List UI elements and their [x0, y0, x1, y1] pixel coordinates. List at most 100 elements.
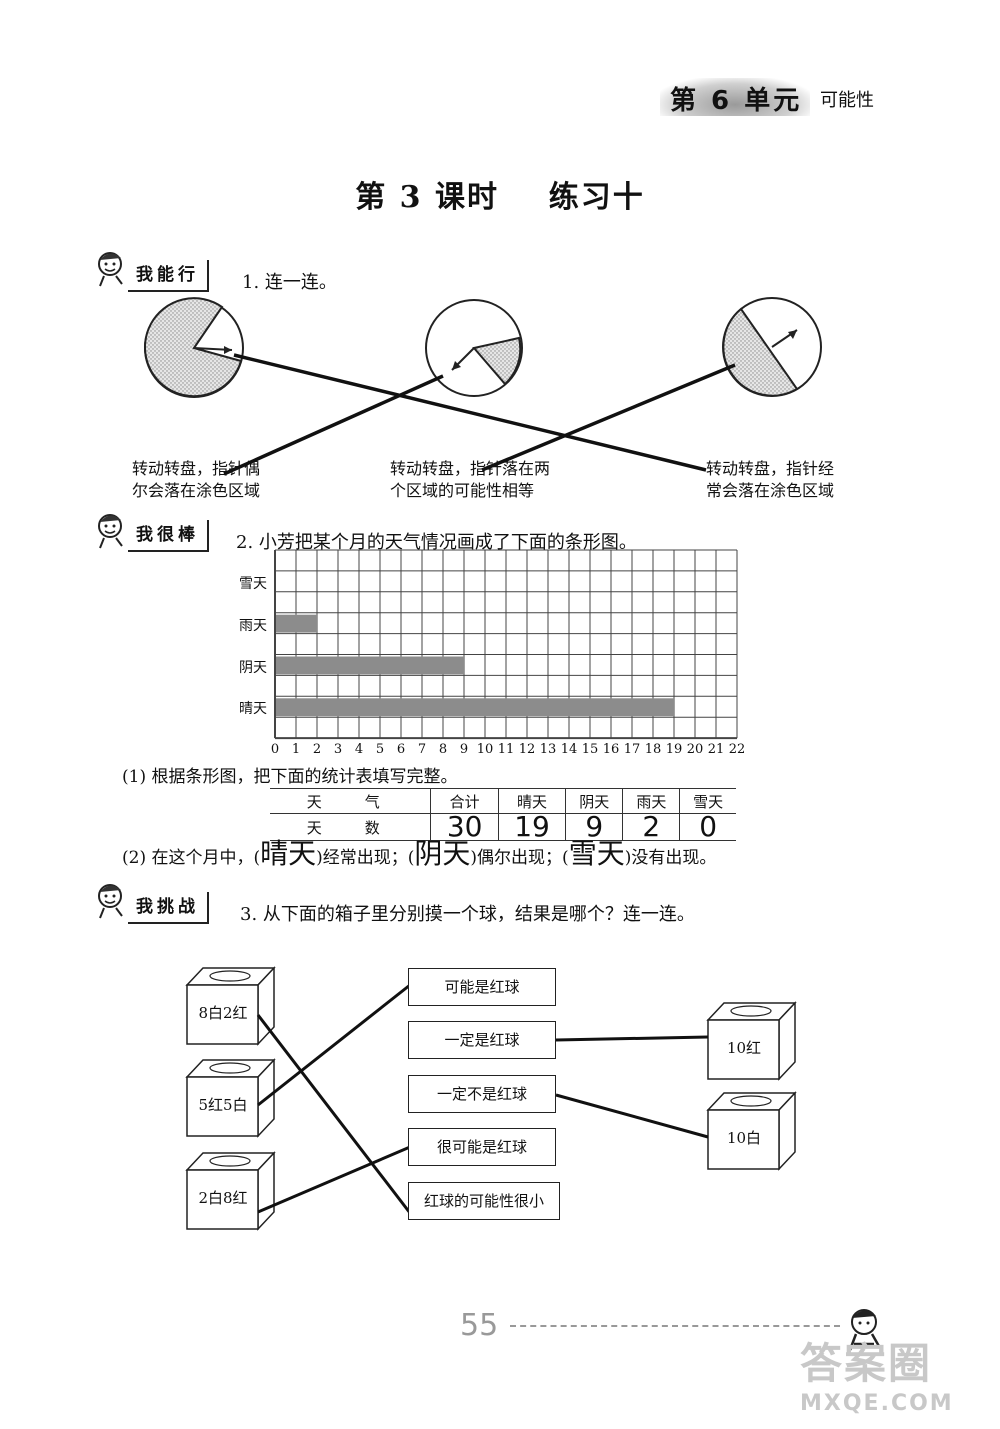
answer-never[interactable]: 雪天: [568, 837, 625, 870]
q2-part1: (1) 根据条形图，把下面的统计表填写完整。: [122, 767, 458, 787]
x-tick-label: 9: [459, 742, 469, 758]
unit-header: 第 6 单元 可能性: [660, 78, 900, 118]
spinner-description-2: 转动转盘，指针落在两 个区域的可能性相等: [390, 459, 551, 500]
outcome-option-3[interactable]: 一定不是红球: [408, 1075, 556, 1113]
table-header-cell: 晴天: [497, 788, 566, 814]
match-line-box2: [257, 983, 411, 1107]
q2-part2: (2) 在这个月中，(晴天)经常出现；(阴天)偶尔出现；(雪天)没有出现。: [122, 840, 716, 876]
question-1: 1. 连一连。: [242, 272, 337, 293]
answer-frequent[interactable]: 晴天: [260, 837, 317, 870]
unit-badge-background: [660, 78, 810, 116]
box-label-left-2: 5红5白: [198, 1096, 248, 1114]
x-tick-label: 17: [623, 742, 641, 758]
box-left-1: [185, 966, 276, 1046]
table-header-cell: 天 气: [270, 788, 431, 814]
x-tick-label: 5: [375, 742, 385, 758]
table-answer-rainy[interactable]: 2: [622, 813, 680, 841]
table-answer-cloudy[interactable]: 9: [565, 813, 623, 841]
question-2: 2. 小芳把某个月的天气情况画成了下面的条形图。: [236, 532, 637, 553]
weather-bar-chart: [0, 0, 1000, 740]
statistics-table: 天 气 合计 晴天 阴天 雨天 雪天 天 数 30 19 9 2 0: [270, 788, 736, 841]
table-header-cell: 雨天: [622, 788, 680, 814]
table-answer-snowy[interactable]: 0: [679, 813, 736, 841]
box-label-left-3: 2白8红: [198, 1189, 248, 1207]
x-tick-label: 3: [333, 742, 343, 758]
x-tick-label: 11: [497, 742, 515, 758]
mascot-icon: [848, 1309, 882, 1351]
outcome-option-4[interactable]: 很可能是红球: [408, 1128, 556, 1166]
box-label-right-2: 10白: [726, 1129, 762, 1147]
x-tick-label: 1: [291, 742, 301, 758]
lesson-title: 第 3 课时 练习十: [355, 180, 645, 215]
category-label: 雨天: [239, 617, 267, 634]
chart-svg: [274, 549, 738, 740]
match-line-box4: [555, 1035, 709, 1042]
spinner-3: [722, 297, 822, 397]
x-tick-label: 2: [312, 742, 322, 758]
bar-1: [276, 614, 317, 633]
spinners-diagram: [144, 297, 822, 476]
spinner-2: [425, 299, 523, 397]
category-label: 晴天: [239, 701, 267, 718]
bar-2: [276, 656, 464, 675]
match-line-1: [233, 353, 707, 472]
x-tick-label: 13: [539, 742, 557, 758]
mascot-icon: [98, 252, 123, 287]
table-header-cell: 雪天: [679, 788, 736, 814]
x-tick-label: 20: [686, 742, 704, 758]
table-row-label: 天 数: [270, 813, 431, 841]
watermark: 答案圈 MXQE.COM: [800, 1330, 990, 1420]
q2-text-d: )没有出现。: [624, 848, 717, 868]
outcome-option-2[interactable]: 一定是红球: [408, 1021, 556, 1059]
x-tick-label: 12: [518, 742, 536, 758]
category-label: 雪天: [239, 575, 267, 592]
outcome-option-5[interactable]: 红球的可能性很小: [408, 1182, 560, 1220]
table-answer-total[interactable]: 30: [430, 813, 499, 841]
match-line-box1: [256, 1014, 412, 1214]
box-right-1: [706, 1001, 797, 1081]
x-tick-label: 14: [560, 742, 578, 758]
x-tick-label: 10: [476, 742, 494, 758]
mascot-icon: [98, 884, 123, 919]
x-tick-label: 8: [438, 742, 448, 758]
x-tick-label: 18: [644, 742, 662, 758]
x-tick-label: 22: [728, 742, 746, 758]
spinner-description-1: 转动转盘，指针偶 尔会落在涂色区域: [132, 459, 261, 500]
answer-occasional[interactable]: 阴天: [414, 837, 471, 870]
bar-3: [276, 698, 674, 717]
match-line-box5: [555, 1093, 709, 1139]
spinner-description-3: 转动转盘，指针经 常会落在涂色区域: [706, 459, 835, 500]
table-header-cell: 阴天: [565, 788, 623, 814]
box-label-left-1: 8白2红: [198, 1004, 248, 1022]
q2-text-a: (2) 在这个月中，(: [122, 848, 261, 868]
box-label-right-1: 10红: [726, 1039, 762, 1057]
outcome-option-1[interactable]: 可能是红球: [408, 968, 556, 1006]
x-tick-label: 19: [665, 742, 683, 758]
watermark-line2: MXQE.COM: [800, 1391, 954, 1416]
box-right-2: [706, 1091, 797, 1171]
watermark-line1: 答案圈: [800, 1339, 933, 1388]
x-tick-label: 16: [602, 742, 620, 758]
x-tick-label: 15: [581, 742, 599, 758]
category-label: 阴天: [239, 659, 267, 676]
page-number: 55: [460, 1308, 499, 1343]
table-header-row: 天 气 合计 晴天 阴天 雨天 雪天: [270, 788, 736, 814]
match-line-2: [223, 374, 444, 476]
footer-rule: [510, 1325, 840, 1327]
q2-text-c: )偶尔出现；(: [470, 848, 569, 868]
x-tick-label: 21: [707, 742, 725, 758]
match-line-3: [481, 363, 736, 472]
x-tick-label: 6: [396, 742, 406, 758]
match-line-box3: [257, 1145, 411, 1214]
ball-boxes-diagram: [185, 966, 797, 1231]
x-tick-label: 0: [270, 742, 280, 758]
section-label-3: 我挑战: [128, 892, 209, 924]
question-3: 3. 从下面的箱子里分别摸一个球，结果是哪个？连一连。: [240, 904, 695, 925]
table-header-cell: 合计: [430, 788, 499, 814]
x-tick-label: 4: [354, 742, 364, 758]
section-label-1: 我能行: [128, 260, 209, 292]
unit-title: 第 6 单元: [670, 86, 803, 116]
q2-text-b: )经常出现；(: [316, 848, 415, 868]
table-answer-sunny[interactable]: 19: [497, 813, 566, 841]
unit-subtitle: 可能性: [820, 90, 874, 111]
